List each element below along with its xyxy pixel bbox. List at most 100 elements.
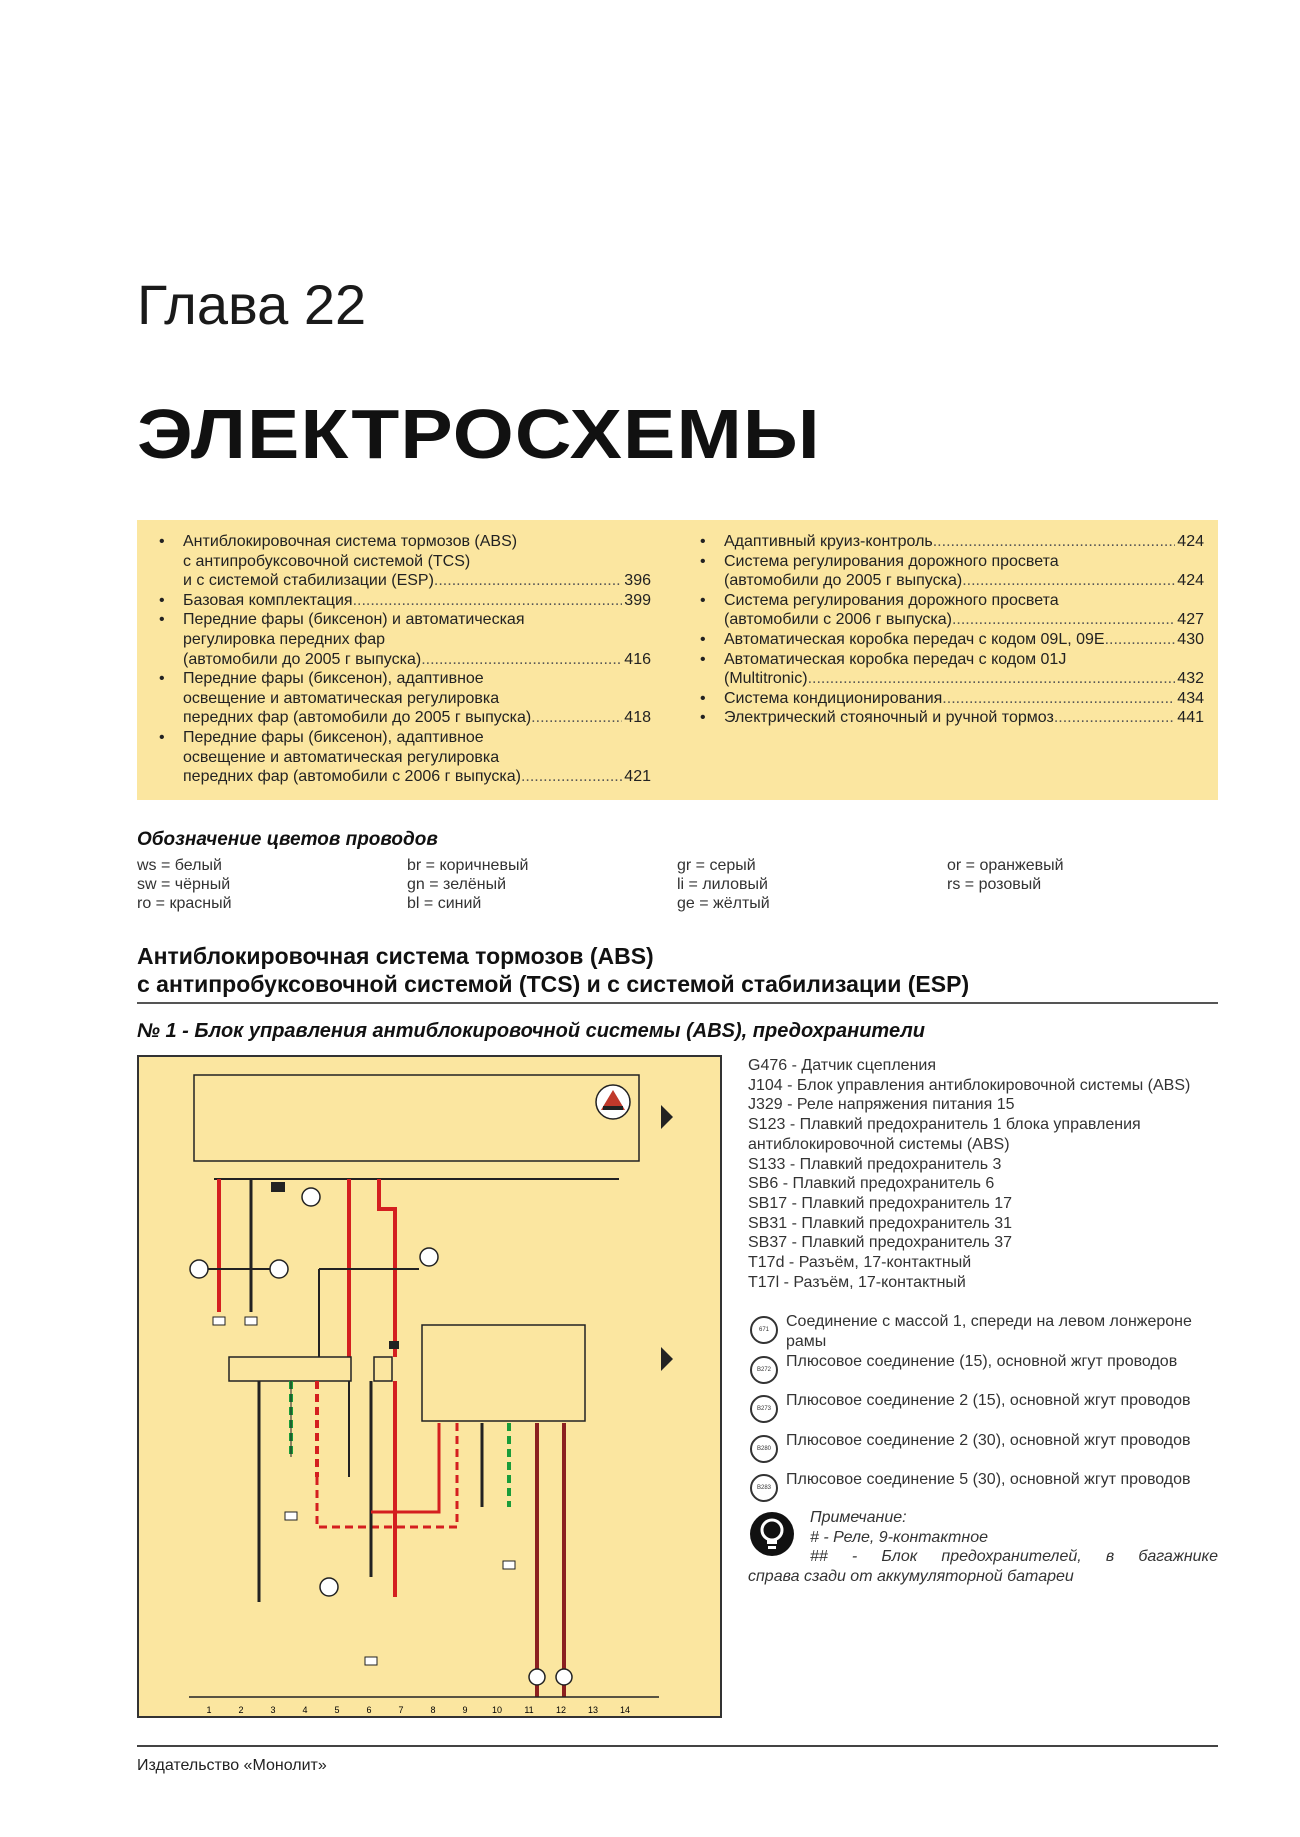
note-line: # - Реле, 9-контактное xyxy=(810,1528,988,1546)
toc-entry-text: передних фар (автомобили с 2006 г выпуск… xyxy=(183,768,521,786)
toc-entry-text: (Multitronic) xyxy=(724,670,808,688)
connection-symbol-icon: 671 xyxy=(750,1316,778,1344)
toc-entry-text: Электрический стояночный и ручной тормоз xyxy=(724,709,1054,727)
toc-entry-line: (автомобили до 2005 г выпуска)416 xyxy=(183,650,651,670)
bullet-icon: • xyxy=(700,552,706,570)
toc-entry-line: (автомобили до 2005 г выпуска) 424 xyxy=(724,571,1204,591)
toc-entry-line: (автомобили с 2006 г выпуска)427 xyxy=(724,610,1204,630)
ruler-number: 3 xyxy=(270,1705,275,1715)
toc-entry-text: (автомобили до 2005 г выпуска) xyxy=(724,572,963,590)
bullet-icon: • xyxy=(700,689,706,707)
toc-page-number: 418 xyxy=(624,709,651,727)
figure-title: № 1 - Блок управления антиблокировочной … xyxy=(137,1020,925,1042)
toc-entry: •Система регулирования дорожного просвет… xyxy=(692,552,1204,591)
toc-entry-text: (автомобили с 2006 г выпуска) xyxy=(724,611,952,629)
toc-leader-dots xyxy=(808,669,1176,689)
ruler-number: 2 xyxy=(238,1705,243,1715)
toc-entry: • Адаптивный круиз-контроль424 xyxy=(692,532,1204,552)
toc-left-column: •Антиблокировочная система тормозов (ABS… xyxy=(151,532,651,787)
arrow-right-icon xyxy=(661,1347,673,1371)
toc-entry-text: Автоматическая коробка передач с кодом 0… xyxy=(724,650,1067,668)
toc-entry-line: Базовая комплектация399 xyxy=(183,591,651,611)
ruler-number: 5 xyxy=(334,1705,339,1715)
toc-page-number: 416 xyxy=(624,650,651,668)
toc-entry-line: Адаптивный круиз-контроль424 xyxy=(724,532,1204,552)
toc-page-number: 441 xyxy=(1177,709,1204,727)
bullet-icon: • xyxy=(700,630,706,648)
toc-entry: • Система кондиционирования434 xyxy=(692,689,1204,709)
table-of-contents: •Антиблокировочная система тормозов (ABS… xyxy=(137,520,1218,800)
ruler-number: 4 xyxy=(302,1705,307,1715)
component-item: SB31 - Плавкий предохранитель 31 xyxy=(748,1214,1013,1232)
toc-entry-line: Автоматическая коробка передач с кодом 0… xyxy=(724,630,1204,650)
toc-entry: •Автоматическая коробка передач с кодом … xyxy=(692,650,1204,689)
connection-symbol-icon: B280 xyxy=(750,1434,778,1463)
connection-text: Плюсовое соединение 5 (30), основной жгу… xyxy=(786,1471,1191,1488)
toc-entry-line: Электрический стояночный и ручной тормоз… xyxy=(724,708,1204,728)
toc-leader-dots xyxy=(1105,630,1176,650)
ruler-number: 1 xyxy=(206,1705,211,1715)
toc-page-number: 424 xyxy=(1177,572,1204,590)
brand-logo-icon xyxy=(595,1084,631,1120)
toc-leader-dots xyxy=(421,650,622,670)
bullet-icon: • xyxy=(159,670,165,688)
toc-entry-line: (Multitronic) 432 xyxy=(724,669,1204,689)
legend-item: rs = розовый xyxy=(947,876,1042,893)
page-title: ЭЛЕКТРОСХЕМЫ xyxy=(137,395,821,473)
legend-item: li = лиловый xyxy=(677,876,768,893)
component-item: SB37 - Плавкий предохранитель 37 xyxy=(748,1234,1013,1252)
toc-page-number: 424 xyxy=(1177,533,1204,550)
relay-block xyxy=(373,1356,393,1382)
component-item: J104 - Блок управления антиблокировочной… xyxy=(748,1076,1191,1094)
section-title-line: с антипробуксовочной системой (TCS) и с … xyxy=(137,971,970,997)
bullet-icon: • xyxy=(159,611,165,629)
ruler-number: 9 xyxy=(462,1705,467,1715)
toc-page-number: 430 xyxy=(1177,630,1204,648)
j104-block xyxy=(228,1356,352,1382)
toc-leader-dots xyxy=(353,591,623,611)
toc-leader-dots xyxy=(942,689,1175,709)
bullet-icon: • xyxy=(159,591,165,609)
toc-page-number: 396 xyxy=(624,572,651,590)
note-heading: Примечание: xyxy=(810,1509,907,1526)
toc-page-number: 421 xyxy=(624,768,651,786)
footer-publisher: Издательство «Монолит» xyxy=(137,1757,327,1774)
toc-entry: •Электрический стояночный и ручной тормо… xyxy=(692,708,1204,728)
toc-leader-dots xyxy=(1054,708,1175,728)
ruler-number: 11 xyxy=(524,1705,533,1715)
ruler-number: 8 xyxy=(430,1705,435,1715)
note-block: Примечание: # - Реле, 9-контактное ## - … xyxy=(748,1508,1218,1587)
ruler-number: 10 xyxy=(492,1705,502,1715)
toc-entry-text: передних фар (автомобили до 2005 г выпус… xyxy=(183,709,532,727)
toc-entry-text: Базовая комплектация xyxy=(183,591,353,609)
toc-page-number: 432 xyxy=(1177,670,1204,688)
toc-entry-text: с антипробуксовочной системой (TCS) xyxy=(183,552,471,570)
arrow-right-icon xyxy=(661,1105,673,1129)
legend-item: gr = серый xyxy=(677,857,756,874)
component-item: SB17 - Плавкий предохранитель 17 xyxy=(748,1194,1013,1212)
component-item: S123 - Плавкий предохранитель 1 блока уп… xyxy=(748,1116,1141,1153)
bullet-icon: • xyxy=(700,533,706,550)
bullet-icon: • xyxy=(159,728,165,746)
toc-entry-text: освещение и автоматическая регулировка xyxy=(183,748,500,766)
toc-entry: •Антиблокировочная система тормозов (ABS… xyxy=(151,532,651,591)
section-title-line: Антиблокировочная система тормозов (ABS) xyxy=(137,943,654,969)
toc-entry: • Базовая комплектация399 xyxy=(151,591,651,611)
toc-entry-line: Система кондиционирования434 xyxy=(724,689,1204,709)
component-item: S133 - Плавкий предохранитель 3 xyxy=(748,1155,1002,1173)
ruler-number: 14 xyxy=(620,1705,630,1715)
connection-text: Плюсовое соединение 2 (15), основной жгу… xyxy=(786,1392,1191,1409)
bullet-icon: • xyxy=(700,591,706,609)
toc-entry-text: Передние фары (биксенон), адаптивное xyxy=(183,670,484,688)
toc-right-column: • Адаптивный круиз-контроль424•Система ре… xyxy=(692,532,1204,728)
toc-leader-dots xyxy=(531,708,622,728)
toc-entry: • Автоматическая коробка передач с кодом … xyxy=(692,630,1204,650)
